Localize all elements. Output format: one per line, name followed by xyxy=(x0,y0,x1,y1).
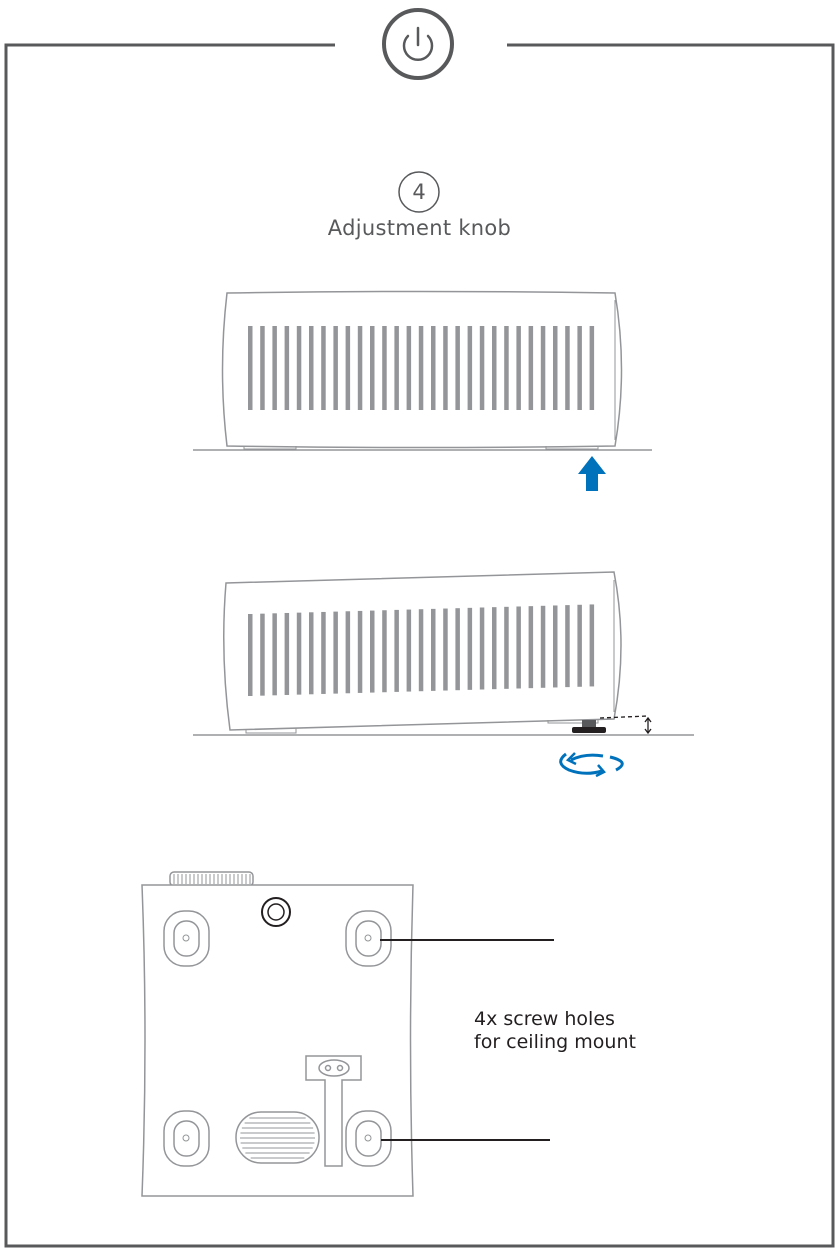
vent-slot xyxy=(553,605,558,688)
vent-slot xyxy=(589,326,595,410)
vent-slot xyxy=(260,613,265,696)
vent-slot xyxy=(406,326,412,410)
vent-slot xyxy=(577,326,582,410)
vent-slot xyxy=(345,326,351,410)
vent-grille xyxy=(248,326,595,410)
page-frame xyxy=(4,43,835,1248)
vent-slot xyxy=(345,611,351,694)
height-indicator xyxy=(644,716,652,735)
vent-slot xyxy=(467,326,473,410)
vent-slot xyxy=(370,610,375,693)
vent-slot xyxy=(394,609,399,692)
vent-slot xyxy=(321,326,326,410)
vent-slot xyxy=(431,608,436,691)
vent-slot xyxy=(357,326,363,410)
vent-slot xyxy=(333,326,338,410)
adjustment-knob xyxy=(572,720,606,733)
vent-slot xyxy=(382,326,387,410)
vent-slot xyxy=(540,326,546,410)
vent-slot xyxy=(248,326,253,410)
rotate-arrows-icon xyxy=(559,752,624,778)
screw-hole xyxy=(163,1110,210,1167)
vent-slot xyxy=(443,608,448,691)
vent-slot xyxy=(540,605,546,688)
vent-slot xyxy=(406,609,412,692)
vent-slot xyxy=(272,613,277,696)
step-number-circle xyxy=(398,171,440,213)
vent-slot xyxy=(357,610,363,693)
vent-slot xyxy=(296,326,302,410)
screw-holes-label-line2: for ceiling mount xyxy=(474,1031,636,1053)
vent-slot xyxy=(479,607,485,690)
vent-slot xyxy=(565,326,570,410)
leader-lines xyxy=(380,939,554,1141)
vent-slot xyxy=(528,326,534,410)
vent-slot xyxy=(516,606,521,689)
vent-slot xyxy=(492,326,497,410)
vent-slot xyxy=(260,326,265,410)
vent-slot xyxy=(455,326,460,410)
vent-slot xyxy=(504,606,509,689)
vent-slot xyxy=(553,326,558,410)
vent-slot xyxy=(528,606,534,689)
screw-hole xyxy=(345,910,392,967)
projector-side-view-level xyxy=(193,290,652,451)
vent-slot xyxy=(309,612,314,695)
step-number: 4 xyxy=(412,180,426,204)
vent-slot xyxy=(467,607,473,690)
screw-hole xyxy=(345,1110,392,1167)
power-socket xyxy=(305,1055,362,1167)
vent-slot xyxy=(309,326,314,410)
vent-slot xyxy=(565,605,570,688)
vent-slot xyxy=(321,611,326,694)
screw-holes-label-line1: 4x screw holes xyxy=(474,1008,615,1030)
up-arrow-icon xyxy=(578,456,606,491)
vent-slot xyxy=(418,326,424,410)
projector-side-view-tilted xyxy=(193,571,694,736)
screw-holes-label: 4x screw holes for ceiling mount xyxy=(474,1008,636,1054)
vent-slot xyxy=(431,326,436,410)
vent-slot xyxy=(248,614,253,696)
vent-slot xyxy=(394,326,399,410)
vent-slot xyxy=(284,326,290,410)
vent-slot xyxy=(284,612,290,695)
vent-slot xyxy=(479,326,485,410)
vent-slot xyxy=(443,326,448,410)
vent-slot xyxy=(589,604,595,687)
vent-slot xyxy=(296,612,302,695)
vent-slot xyxy=(504,326,509,410)
vent-slot xyxy=(577,604,582,687)
vent-grille xyxy=(248,604,595,696)
vent-slot xyxy=(382,610,387,693)
power-icon xyxy=(382,8,454,80)
vent-slot xyxy=(455,608,460,691)
vent-slot xyxy=(418,609,424,692)
vent-slot xyxy=(516,326,521,410)
vent-slot xyxy=(492,607,497,690)
vent-slot xyxy=(272,326,277,410)
vent-slot xyxy=(333,611,338,694)
projector-bottom-view xyxy=(141,871,414,1197)
screw-hole xyxy=(163,910,210,967)
step-title: Adjustment knob xyxy=(327,216,512,240)
vent-slot xyxy=(370,326,375,410)
